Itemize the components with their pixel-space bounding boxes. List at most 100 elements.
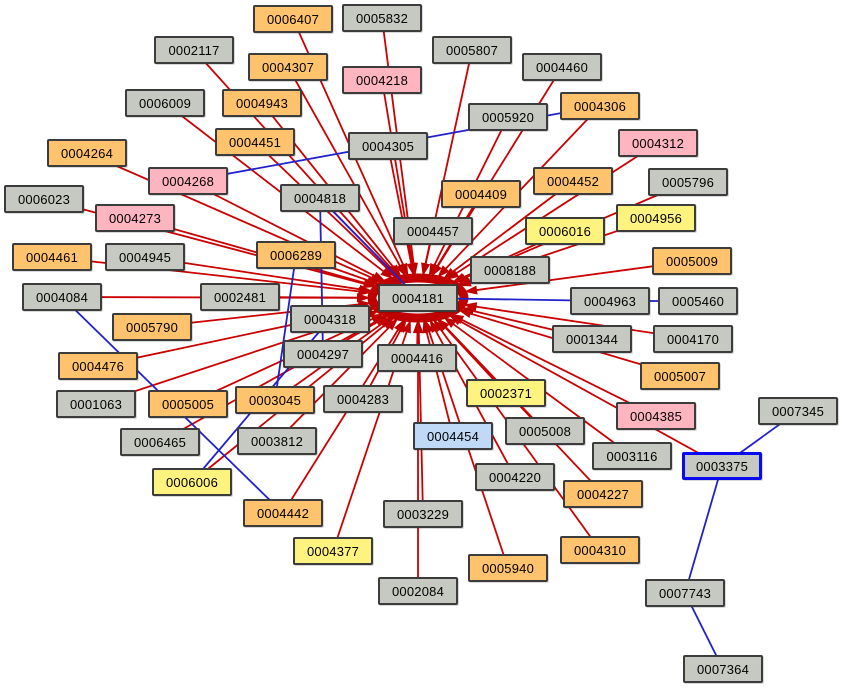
node-0006407[interactable]: 0006407 <box>253 5 333 33</box>
arrowhead <box>430 263 442 277</box>
node-0006016[interactable]: 0006016 <box>525 217 605 245</box>
node-0004945[interactable]: 0004945 <box>105 243 185 271</box>
node-0005009[interactable]: 0005009 <box>652 247 732 275</box>
edge-0004307-0004181[interactable] <box>287 66 403 270</box>
edge-0006465-0004181[interactable] <box>159 318 381 443</box>
node-0004476[interactable]: 0004476 <box>58 352 138 380</box>
node-0006465[interactable]: 0006465 <box>120 428 200 456</box>
edge-0004305-0004181[interactable] <box>387 145 413 268</box>
node-0001344[interactable]: 0001344 <box>552 325 632 353</box>
node-0003116[interactable]: 0003116 <box>592 442 672 470</box>
node-0004218[interactable]: 0004218 <box>342 66 422 94</box>
node-0007345[interactable]: 0007345 <box>758 397 838 425</box>
node-0003375[interactable]: 0003375 <box>682 452 762 480</box>
node-0004310[interactable]: 0004310 <box>560 536 640 564</box>
arrowhead <box>433 318 445 333</box>
edge-0002117-0004181[interactable] <box>193 49 395 272</box>
node-0007743[interactable]: 0007743 <box>645 579 725 607</box>
arrowhead <box>406 262 416 277</box>
node-0004956[interactable]: 0004956 <box>616 204 696 232</box>
node-0004454[interactable]: 0004454 <box>413 422 493 450</box>
node-0002481[interactable]: 0002481 <box>200 283 280 311</box>
node-0005832[interactable]: 0005832 <box>342 4 422 32</box>
edge-0004385-0004181[interactable] <box>458 317 657 417</box>
node-0004460[interactable]: 0004460 <box>522 53 602 81</box>
node-0004084[interactable]: 0004084 <box>22 283 102 311</box>
edge-0006009-0004181[interactable] <box>164 102 387 275</box>
node-0005007[interactable]: 0005007 <box>640 362 720 390</box>
arrowhead <box>373 315 388 326</box>
node-0003812[interactable]: 0003812 <box>237 427 317 455</box>
arrowhead <box>385 318 399 331</box>
arrowhead <box>421 262 431 277</box>
node-0004220[interactable]: 0004220 <box>475 463 555 491</box>
arrowhead <box>389 264 402 278</box>
node-0005460[interactable]: 0005460 <box>658 287 738 315</box>
node-0004170[interactable]: 0004170 <box>653 325 733 353</box>
node-0006006[interactable]: 0006006 <box>152 468 232 496</box>
node-0004297[interactable]: 0004297 <box>283 340 363 368</box>
node-0004181[interactable]: 0004181 <box>378 284 458 312</box>
node-0004227[interactable]: 0004227 <box>563 480 643 508</box>
node-0006023[interactable]: 0006023 <box>4 185 84 213</box>
node-0002371[interactable]: 0002371 <box>466 379 546 407</box>
edge-0004312-0004181[interactable] <box>452 142 659 276</box>
node-0004306[interactable]: 0004306 <box>560 92 640 120</box>
node-0004442[interactable]: 0004442 <box>243 499 323 527</box>
arrowhead <box>381 317 395 329</box>
arrowhead <box>425 319 434 334</box>
edge-0004818-0004181[interactable] <box>319 197 419 299</box>
node-0004963[interactable]: 0004963 <box>570 287 650 315</box>
node-0004461[interactable]: 0004461 <box>12 243 92 271</box>
node-0006009[interactable]: 0006009 <box>125 89 205 117</box>
node-0004385[interactable]: 0004385 <box>616 402 696 430</box>
node-0004264[interactable]: 0004264 <box>47 139 127 167</box>
node-0005790[interactable]: 0005790 <box>112 313 192 341</box>
node-0005008[interactable]: 0005008 <box>505 417 585 445</box>
arrowhead <box>394 319 405 333</box>
node-0005920[interactable]: 0005920 <box>468 103 548 131</box>
node-0004409[interactable]: 0004409 <box>441 180 521 208</box>
arrowhead <box>464 285 478 295</box>
node-0004452[interactable]: 0004452 <box>533 167 613 195</box>
edge-0003375-0007743[interactable] <box>684 465 723 594</box>
edge-0004227-0004181[interactable] <box>442 324 604 495</box>
edge-0006289-0003045[interactable] <box>274 254 297 401</box>
node-0008188[interactable]: 0008188 <box>470 256 550 284</box>
node-0004312[interactable]: 0004312 <box>618 129 698 157</box>
node-0005005[interactable]: 0005005 <box>148 390 228 418</box>
node-0002117[interactable]: 0002117 <box>154 36 234 64</box>
node-0005940[interactable]: 0005940 <box>468 554 548 582</box>
edge-0003375-0004181[interactable] <box>456 318 723 467</box>
node-0004273[interactable]: 0004273 <box>95 204 175 232</box>
node-0003229[interactable]: 0003229 <box>383 500 463 528</box>
node-0001063[interactable]: 0001063 <box>56 390 136 418</box>
arrowhead <box>443 316 457 329</box>
node-0004318[interactable]: 0004318 <box>290 305 370 333</box>
node-0007364[interactable]: 0007364 <box>683 655 763 683</box>
arrowhead <box>458 309 472 319</box>
node-0004457[interactable]: 0004457 <box>393 217 473 245</box>
node-0004268[interactable]: 0004268 <box>148 167 228 195</box>
node-0002084[interactable]: 0002084 <box>378 577 458 605</box>
node-0004307[interactable]: 0004307 <box>248 53 328 81</box>
node-0006289[interactable]: 0006289 <box>256 241 336 269</box>
edge-0003812-0004181[interactable] <box>276 323 393 442</box>
arrowhead <box>442 267 456 280</box>
edge-0004268-0004181[interactable] <box>187 180 379 279</box>
node-0004283[interactable]: 0004283 <box>323 385 403 413</box>
node-0004305[interactable]: 0004305 <box>348 132 428 160</box>
node-0005807[interactable]: 0005807 <box>432 36 512 64</box>
node-0004451[interactable]: 0004451 <box>215 128 295 156</box>
node-0004818[interactable]: 0004818 <box>280 184 360 212</box>
arrowhead <box>366 276 380 285</box>
node-0004377[interactable]: 0004377 <box>293 537 373 565</box>
edge-0004461-0004181[interactable] <box>51 256 363 293</box>
node-0005796[interactable]: 0005796 <box>648 168 728 196</box>
arrowhead <box>413 320 423 333</box>
node-0003045[interactable]: 0003045 <box>235 386 315 414</box>
node-0004416[interactable]: 0004416 <box>377 344 457 372</box>
node-0004943[interactable]: 0004943 <box>222 89 302 117</box>
arrowhead <box>437 265 450 278</box>
